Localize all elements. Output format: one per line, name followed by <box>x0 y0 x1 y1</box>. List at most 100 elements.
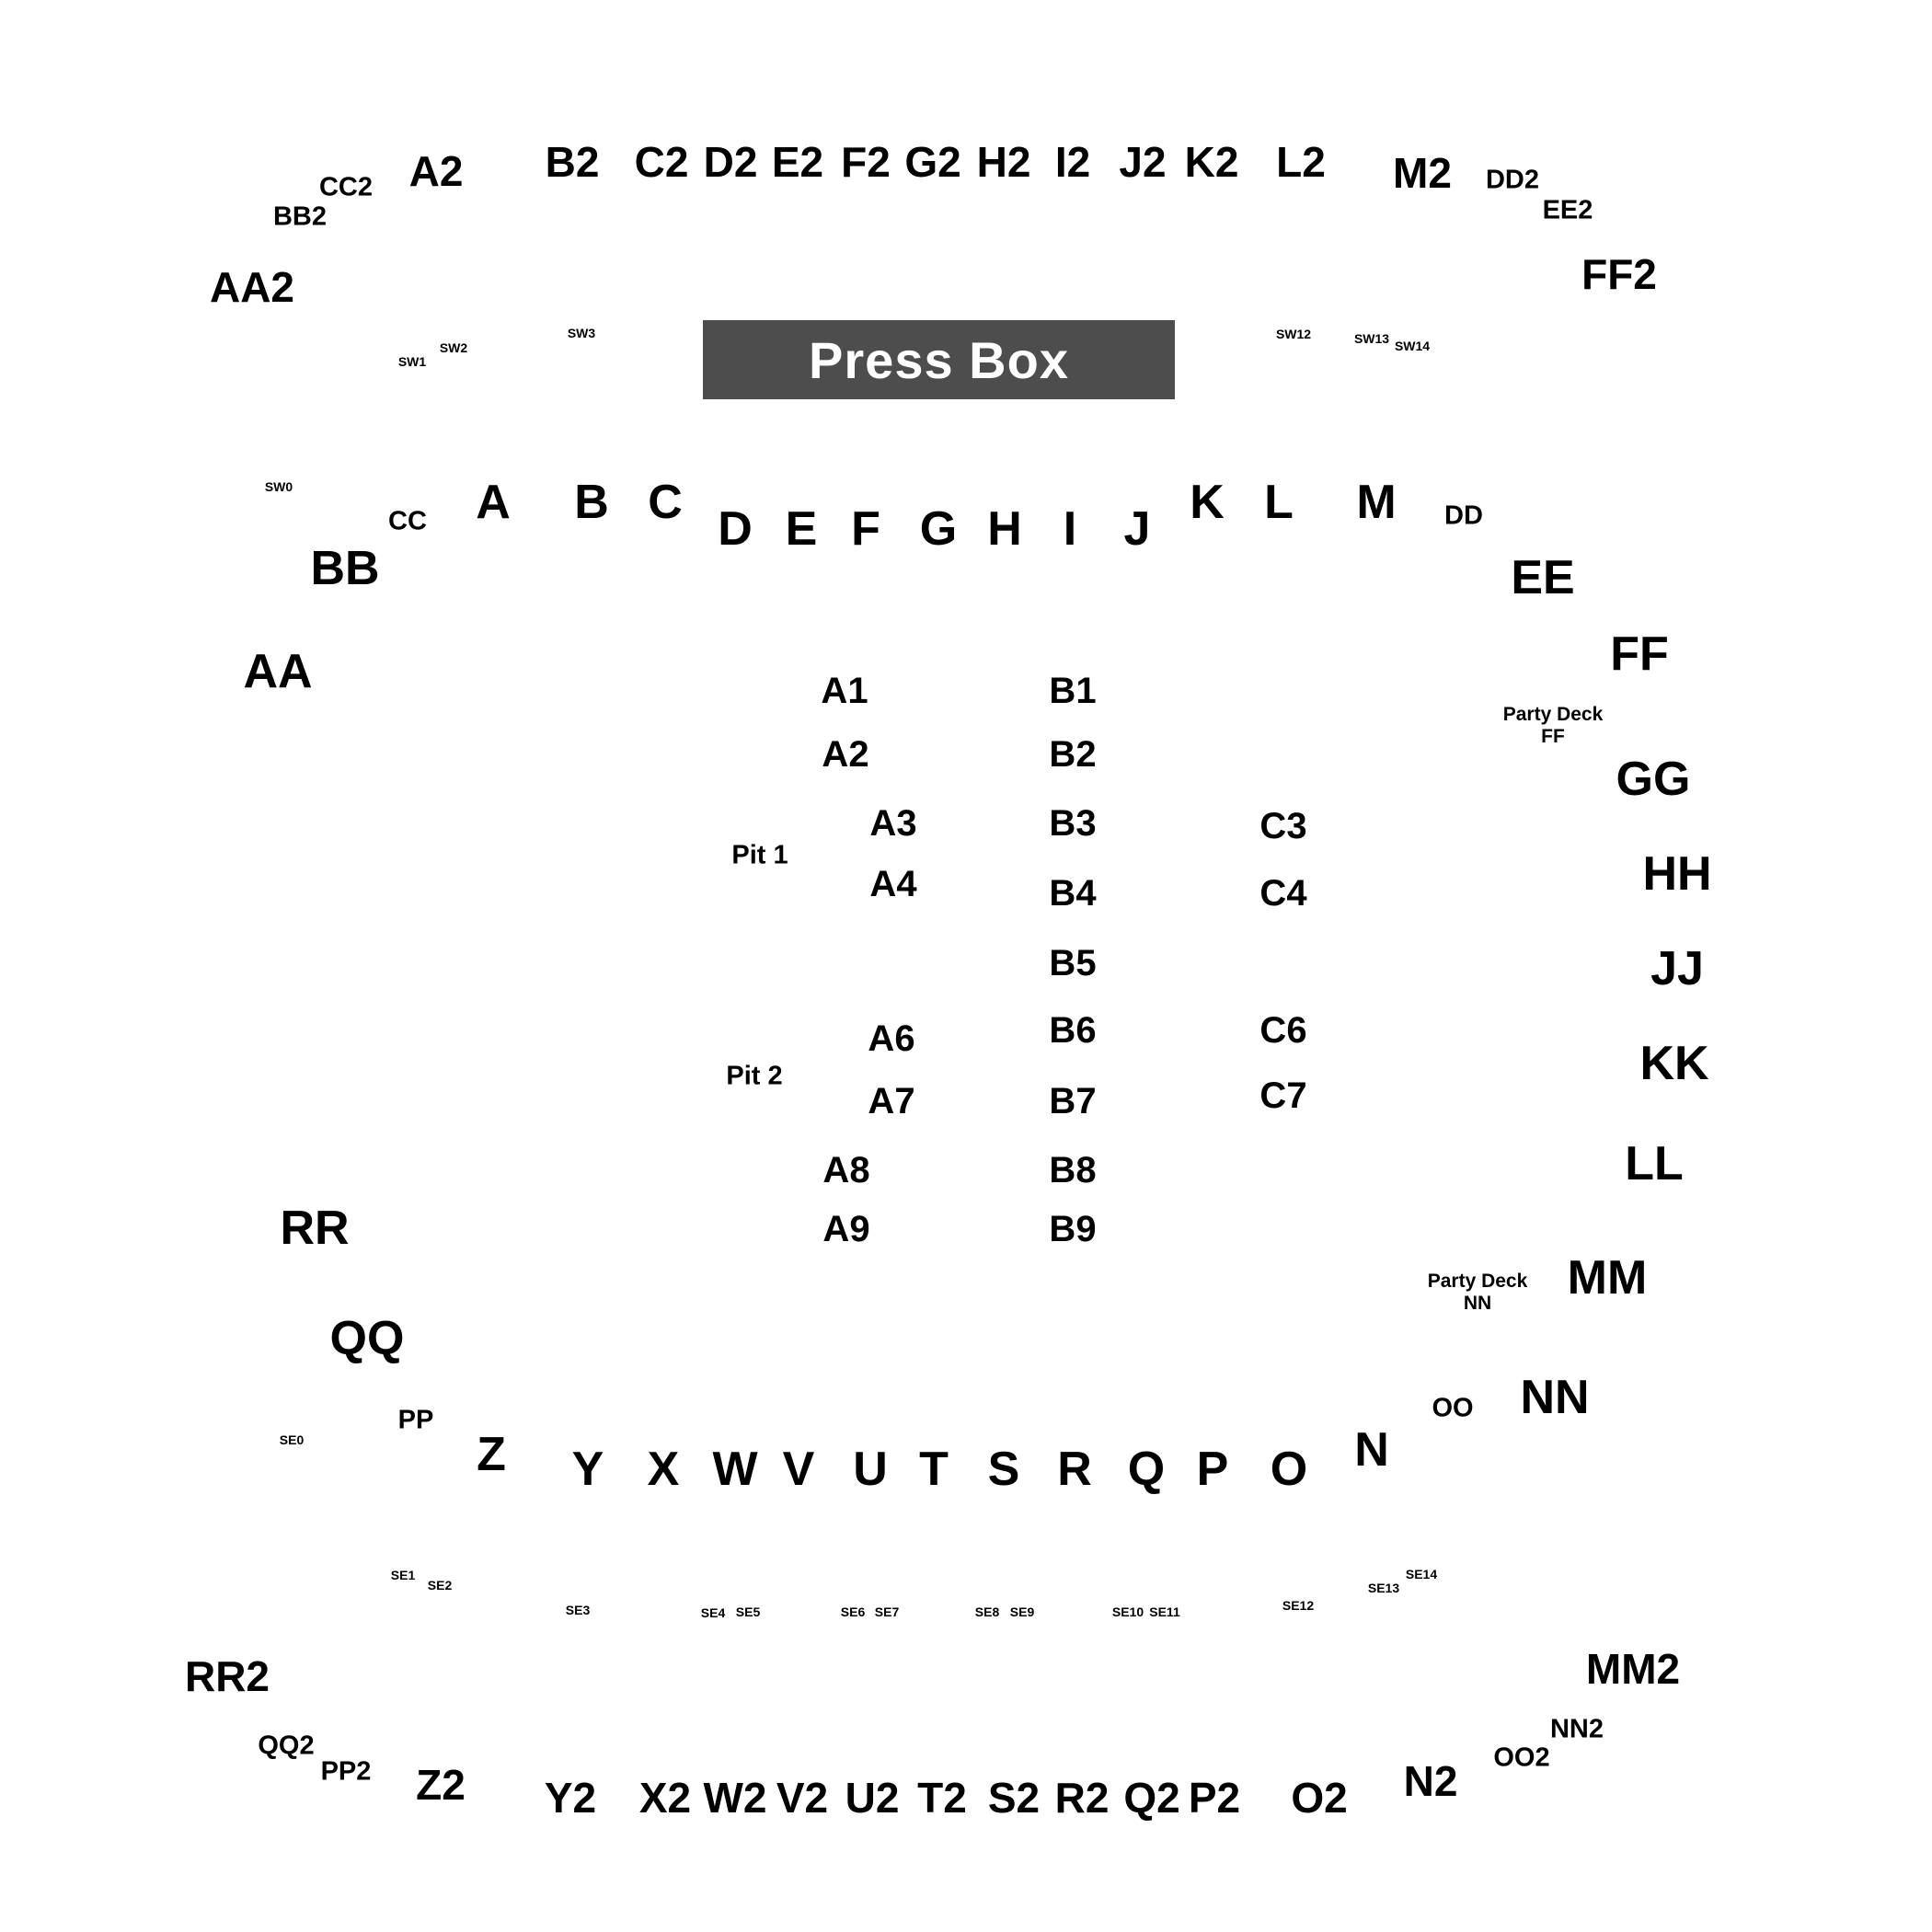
section-ff[interactable]: FF <box>1610 627 1669 681</box>
section-ff2[interactable]: FF2 <box>1581 250 1657 298</box>
section-d[interactable]: D <box>718 502 753 556</box>
wheelchair-area-se1[interactable]: SE1 <box>390 1568 416 1582</box>
wheelchair-area-sw12[interactable]: SW12 <box>1275 327 1312 341</box>
section-r[interactable]: R <box>1057 1443 1092 1496</box>
floor-section-b5[interactable]: B5 <box>1049 943 1097 983</box>
section-w[interactable]: W <box>712 1443 758 1496</box>
floor-section-b4[interactable]: B4 <box>1049 873 1097 914</box>
section-a[interactable]: A <box>476 476 511 529</box>
section-q[interactable]: Q <box>1127 1443 1166 1496</box>
floor-section-a4[interactable]: A4 <box>869 864 917 904</box>
wheelchair-area-se6[interactable]: SE6 <box>840 1604 866 1619</box>
wheelchair-area-sw3[interactable]: SW3 <box>567 326 596 340</box>
section-j[interactable]: J <box>1123 502 1151 556</box>
wheelchair-area-se12[interactable]: SE12 <box>1282 1598 1315 1613</box>
floor-section-a2[interactable]: A2 <box>822 734 869 775</box>
floor-section-b8[interactable]: B8 <box>1049 1150 1097 1190</box>
floor-section-c4[interactable]: C4 <box>1259 873 1307 914</box>
wheelchair-area-se8[interactable]: SE8 <box>974 1604 1000 1619</box>
floor-section-b9[interactable]: B9 <box>1049 1209 1097 1249</box>
section-u2[interactable]: U2 <box>845 1774 900 1822</box>
floor-section-c6[interactable]: C6 <box>1259 1010 1307 1051</box>
section-o[interactable]: O <box>1270 1443 1308 1496</box>
section-d2[interactable]: D2 <box>703 138 758 186</box>
section-cc2[interactable]: CC2 <box>318 172 374 202</box>
section-rr[interactable]: RR <box>280 1202 350 1255</box>
wheelchair-area-se14[interactable]: SE14 <box>1405 1567 1438 1581</box>
section-x[interactable]: X <box>647 1443 680 1496</box>
section-b2[interactable]: B2 <box>545 138 600 186</box>
section-oo2[interactable]: OO2 <box>1493 1742 1550 1773</box>
section-g2[interactable]: G2 <box>904 138 961 186</box>
section-mm[interactable]: MM <box>1567 1251 1648 1305</box>
section-v2[interactable]: V2 <box>776 1774 829 1822</box>
section-j2[interactable]: J2 <box>1119 138 1167 186</box>
section-dd[interactable]: DD <box>1444 500 1483 531</box>
section-aa2[interactable]: AA2 <box>209 263 295 311</box>
wheelchair-area-se10[interactable]: SE10 <box>1111 1604 1144 1619</box>
wheelchair-area-se11[interactable]: SE11 <box>1149 1604 1180 1619</box>
section-e2[interactable]: E2 <box>771 138 824 186</box>
section-x2[interactable]: X2 <box>638 1774 692 1822</box>
section-a2[interactable]: A2 <box>408 147 464 195</box>
section-pp[interactable]: PP <box>397 1405 434 1435</box>
section-u[interactable]: U <box>853 1443 888 1496</box>
section-y2[interactable]: Y2 <box>544 1774 597 1822</box>
wheelchair-area-sw13[interactable]: SW13 <box>1353 331 1390 346</box>
party-deck-nn[interactable]: Party Deck NN <box>1428 1271 1528 1315</box>
section-h2[interactable]: H2 <box>976 138 1031 186</box>
section-aa[interactable]: AA <box>243 645 313 698</box>
section-ll[interactable]: LL <box>1625 1137 1684 1190</box>
wheelchair-area-sw2[interactable]: SW2 <box>439 340 468 355</box>
section-cc[interactable]: CC <box>388 506 427 536</box>
section-pp2[interactable]: PP2 <box>320 1756 372 1787</box>
section-dd2[interactable]: DD2 <box>1485 165 1540 195</box>
wheelchair-area-sw14[interactable]: SW14 <box>1394 339 1431 353</box>
section-rr2[interactable]: RR2 <box>184 1652 270 1700</box>
wheelchair-area-sw0[interactable]: SW0 <box>264 479 293 494</box>
section-n2[interactable]: N2 <box>1403 1757 1458 1805</box>
section-e[interactable]: E <box>785 502 818 556</box>
floor-section-b1[interactable]: B1 <box>1049 671 1097 711</box>
section-l[interactable]: L <box>1264 476 1294 529</box>
section-nn[interactable]: NN <box>1520 1371 1590 1424</box>
section-gg[interactable]: GG <box>1616 753 1691 806</box>
section-r2[interactable]: R2 <box>1054 1774 1110 1822</box>
section-t[interactable]: T <box>919 1443 949 1496</box>
section-nn2[interactable]: NN2 <box>1549 1714 1604 1744</box>
floor-section-b3[interactable]: B3 <box>1049 803 1097 844</box>
section-oo[interactable]: OO <box>1432 1393 1474 1423</box>
section-ee2[interactable]: EE2 <box>1542 195 1593 225</box>
section-w2[interactable]: W2 <box>703 1774 767 1822</box>
section-k[interactable]: K <box>1190 476 1225 529</box>
section-hh[interactable]: HH <box>1642 847 1712 901</box>
section-c2[interactable]: C2 <box>634 138 689 186</box>
section-o2[interactable]: O2 <box>1291 1774 1348 1822</box>
section-z[interactable]: Z <box>477 1428 506 1481</box>
section-kk[interactable]: KK <box>1639 1037 1709 1090</box>
section-v[interactable]: V <box>782 1443 815 1496</box>
floor-section-a9[interactable]: A9 <box>822 1209 870 1249</box>
section-c[interactable]: C <box>648 476 683 529</box>
wheelchair-area-se5[interactable]: SE5 <box>735 1604 761 1619</box>
section-z2[interactable]: Z2 <box>416 1761 466 1809</box>
section-qq[interactable]: QQ <box>329 1312 405 1365</box>
section-mm2[interactable]: MM2 <box>1585 1645 1681 1693</box>
section-m[interactable]: M <box>1356 476 1397 529</box>
wheelchair-area-se0[interactable]: SE0 <box>279 1432 305 1447</box>
section-n[interactable]: N <box>1354 1423 1389 1477</box>
section-b[interactable]: B <box>574 476 609 529</box>
floor-section-a6[interactable]: A6 <box>868 1018 915 1059</box>
section-t2[interactable]: T2 <box>917 1774 967 1822</box>
section-f[interactable]: F <box>851 502 880 556</box>
floor-section-b2[interactable]: B2 <box>1049 734 1097 775</box>
wheelchair-area-se3[interactable]: SE3 <box>565 1603 591 1617</box>
section-qq2[interactable]: QQ2 <box>258 1731 315 1761</box>
section-h[interactable]: H <box>987 502 1022 556</box>
section-jj[interactable]: JJ <box>1650 942 1704 995</box>
floor-section-a3[interactable]: A3 <box>869 803 917 844</box>
section-p[interactable]: P <box>1196 1443 1229 1496</box>
floor-section-b7[interactable]: B7 <box>1049 1081 1097 1121</box>
floor-section-a7[interactable]: A7 <box>868 1081 915 1121</box>
section-g[interactable]: G <box>919 502 958 556</box>
